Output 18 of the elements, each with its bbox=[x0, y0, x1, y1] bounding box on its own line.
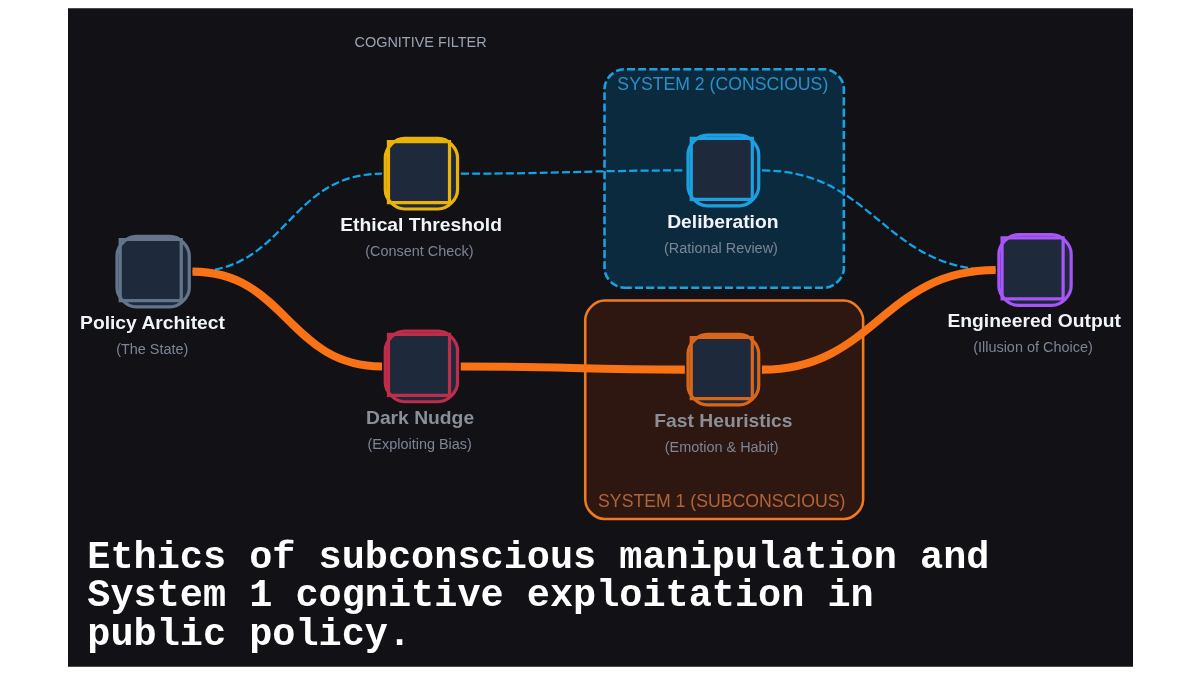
node-label: (Illusion of Choice) bbox=[972, 339, 1093, 356]
node-label: (The State) bbox=[115, 340, 188, 357]
node-label: Fast Heuristics bbox=[653, 409, 792, 431]
diagram-title: Ethics of subconscious manipulation and System 1 cognitive exploitation in public policy. bbox=[86, 535, 989, 657]
node-label: Deliberation bbox=[666, 210, 779, 232]
connector bbox=[191, 267, 382, 371]
label: COGNITIVE FILTER bbox=[354, 34, 487, 51]
node-label: (Exploiting Bias) bbox=[367, 435, 472, 452]
node-label: (Rational Review) bbox=[663, 239, 778, 256]
connector bbox=[460, 169, 685, 175]
node-label: Engineered Output bbox=[946, 310, 1121, 332]
node-label: (Emotion & Habit) bbox=[664, 438, 779, 455]
node-label: Dark Nudge bbox=[365, 406, 474, 428]
node-label: (Consent Check) bbox=[364, 242, 473, 259]
connector bbox=[460, 362, 685, 374]
node-label: Policy Architect bbox=[79, 311, 225, 333]
node-label: Ethical Threshold bbox=[339, 213, 502, 235]
connector bbox=[761, 266, 996, 374]
